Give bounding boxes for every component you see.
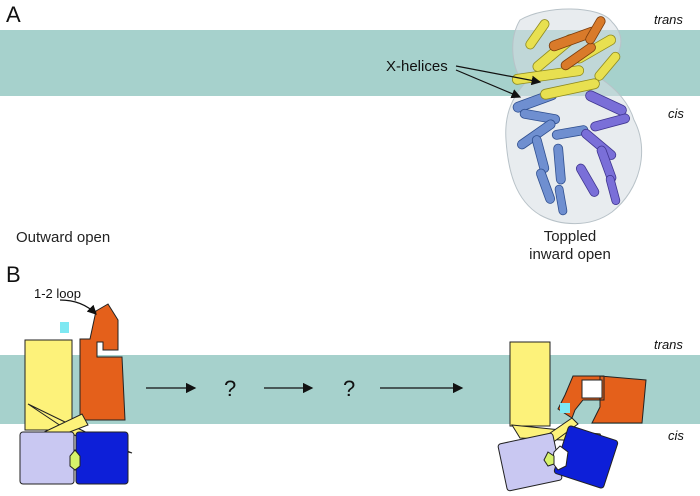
question-mark-1: ?: [224, 376, 237, 401]
trans-label-a: trans: [654, 12, 683, 27]
orange-helices: [548, 16, 606, 71]
caption-outward-open: Outward open: [16, 229, 111, 246]
panel-b-label: B: [6, 262, 21, 287]
cartoon-outward-open: [19, 303, 133, 485]
lavender-domain-left: [19, 431, 75, 485]
x-helices-arrow-1: [455, 65, 542, 86]
purple-helices: [575, 90, 631, 206]
blue-helices: [512, 89, 589, 216]
lime-hinge-right: [543, 451, 555, 467]
orange-domain-right: [557, 375, 647, 424]
orange-domain-left: [79, 303, 126, 421]
lime-hinge-left: [69, 449, 81, 471]
cis-label-b: cis: [668, 428, 684, 443]
cartoon-inward-open: [497, 341, 647, 492]
orange-hole-right: [581, 379, 603, 399]
cis-label-a: cis: [668, 106, 684, 121]
caption-toppled-line1: Toppled: [543, 228, 597, 245]
question-mark-2: ?: [343, 376, 356, 401]
yellow-domain-right: [509, 341, 551, 427]
x-helices-label: X-helices: [386, 58, 448, 75]
panel-a-label: A: [6, 2, 21, 27]
hinge-notch-right: [551, 445, 569, 471]
loop-arrow: [59, 299, 97, 315]
trans-label-b: trans: [654, 337, 683, 352]
caption-toppled-line2: inward open: [529, 246, 611, 263]
cyan-marker-right: [560, 403, 570, 413]
blue-domain-left: [75, 431, 129, 485]
loop-label: 1-2 loop: [34, 286, 81, 301]
x-helices-arrow-2: [455, 69, 522, 99]
cyan-marker-left: [60, 322, 69, 333]
protein-structure: [505, 8, 643, 225]
